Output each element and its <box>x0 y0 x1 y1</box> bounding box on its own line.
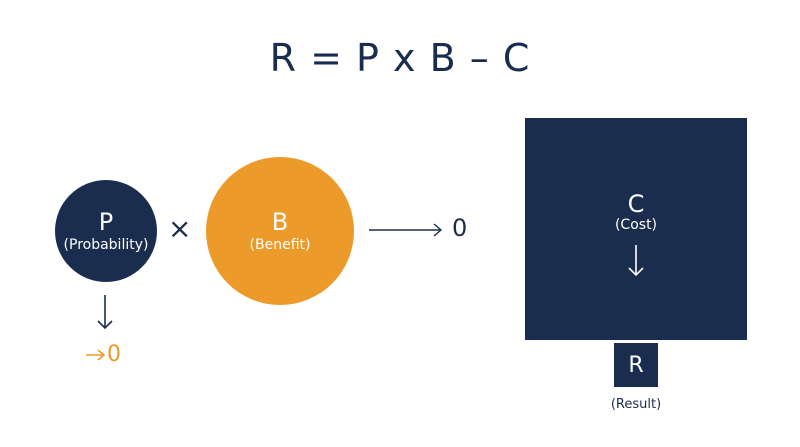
arrow-right-small-icon <box>85 342 107 367</box>
cost-box: C (Cost) <box>525 118 747 340</box>
probability-letter: P <box>98 208 114 236</box>
formula-title: R = P x B – C <box>269 36 531 80</box>
cost-label: (Cost) <box>614 217 658 233</box>
result-label: (Result) <box>610 397 662 412</box>
benefit-label: (Benefit) <box>249 237 311 253</box>
benefit-limit-value: 0 <box>452 214 468 242</box>
result-box: R <box>614 343 658 387</box>
benefit-circle: B (Benefit) <box>206 157 354 305</box>
probability-limit: 0 <box>85 342 121 367</box>
arrow-right-icon <box>368 221 444 243</box>
arrow-down-icon <box>626 244 646 282</box>
probability-limit-value: 0 <box>107 342 121 367</box>
multiply-operator: × <box>168 212 192 245</box>
benefit-letter: B <box>271 208 289 236</box>
cost-letter: C <box>627 190 645 218</box>
probability-circle: P (Probability) <box>55 180 157 282</box>
arrow-down-icon <box>95 294 115 336</box>
probability-label: (Probability) <box>63 237 149 253</box>
